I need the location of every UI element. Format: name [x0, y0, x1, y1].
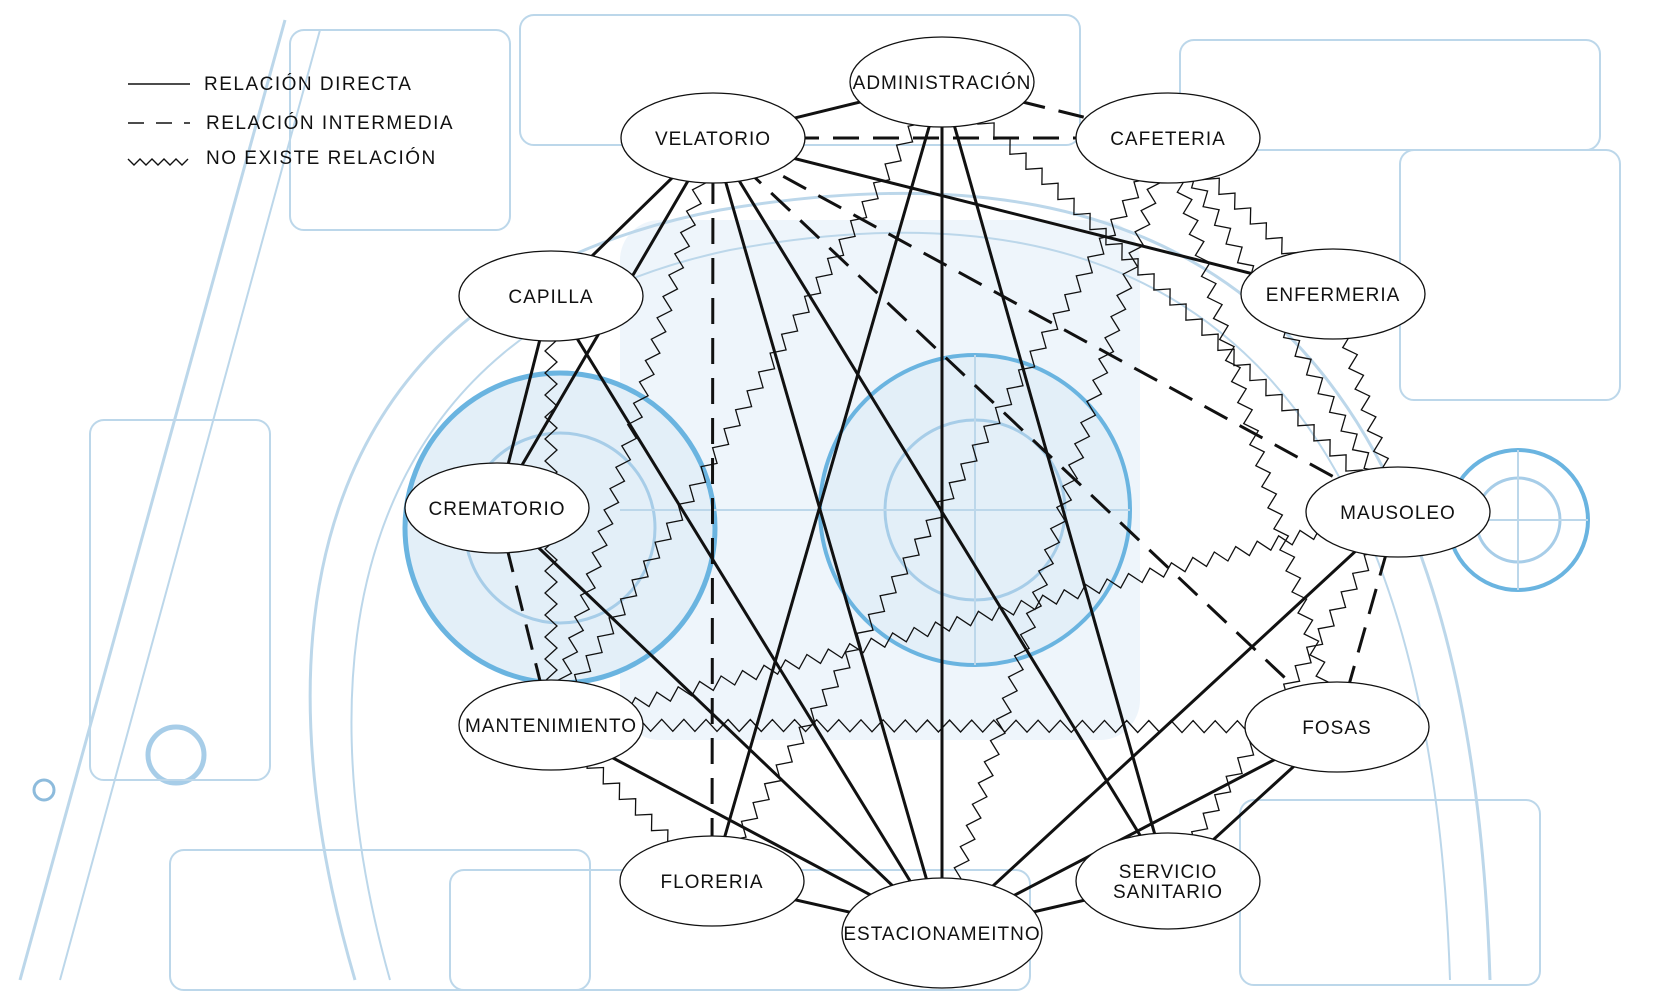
relation-none-administracion-mausoleo [941, 81, 1399, 513]
relation-none-mantenimiento-fosas [550, 718, 1338, 734]
plan-block-top-left [289, 29, 511, 231]
node-mausoleo-ellipse [1305, 466, 1491, 558]
relation-none-administracion-mantenimiento [550, 81, 943, 726]
legend-direct-label: RELACIÓN DIRECTA [204, 73, 412, 95]
node-floreria-label: FLORERIA [660, 872, 763, 893]
node-cafeteria: CAFETERIA [1075, 92, 1261, 184]
node-administracion-label: ADMINISTRACIÓN [853, 72, 1032, 94]
plan-block-right [1399, 149, 1621, 401]
relation-direct-capilla-estacionamiento [549, 295, 944, 934]
legend: RELACIÓN DIRECTA RELACIÓN INTERMEDIA NO … [127, 73, 454, 169]
node-cafeteria-ellipse [1075, 92, 1261, 184]
node-cafeteria-label: CAFETERIA [1110, 129, 1226, 150]
node-velatorio: VELATORIO [620, 92, 806, 184]
plan-roundabout-small [32, 778, 56, 802]
plan-block-left-lower [89, 419, 271, 781]
node-velatorio-label: VELATORIO [655, 129, 771, 150]
node-capilla-label: CAPILLA [508, 287, 593, 308]
plan-road-west [18, 19, 287, 981]
node-mantenimiento-label: MANTENIMIENTO [465, 716, 637, 737]
node-estacionamiento-ellipse [841, 877, 1043, 989]
node-velatorio-ellipse [620, 92, 806, 184]
relation-intermediate-velatorio-fosas [711, 136, 1339, 729]
nodes-layer: ADMINISTRACIÓN VELATORIO CAFETERIA CAPILLA E… [404, 36, 1491, 989]
node-mausoleo-label: MAUSOLEO [1340, 503, 1456, 524]
node-crematorio-ellipse [404, 462, 590, 554]
relation-direct-velatorio-estacionamiento [711, 137, 944, 934]
node-mantenimiento-ellipse [458, 679, 644, 771]
node-capilla-ellipse [458, 250, 644, 342]
node-mausoleo: MAUSOLEO [1305, 466, 1491, 558]
node-fosas-ellipse [1244, 681, 1430, 773]
node-enfermeria-label: ENFERMERIA [1266, 285, 1401, 306]
plan-block-bottom-right [1239, 799, 1541, 986]
node-enfermeria: ENFERMERIA [1240, 248, 1426, 340]
relation-none-velatorio-mantenimiento [550, 137, 714, 726]
node-floreria-ellipse [619, 835, 805, 927]
node-crematorio-label: CREMATORIO [428, 499, 565, 520]
relation-direct-crematorio-estacionamiento [495, 506, 944, 935]
relation-none-cafeteria-estacionamiento [941, 137, 1169, 934]
relation-direct-administracion-floreria [710, 81, 944, 882]
relation-none-cafeteria-floreria [711, 137, 1169, 882]
node-mantenimiento: MANTENIMIENTO [458, 679, 644, 771]
relation-intermediate-velatorio-mausoleo [712, 136, 1399, 514]
legend-none-swatch [127, 158, 189, 166]
legend-none-label: NO EXISTE RELACIÓN [206, 147, 437, 169]
relation-direct-administracion-servicio [940, 81, 1170, 882]
relation-none-cafeteria-fosas [1164, 137, 1338, 728]
node-crematorio: CREMATORIO [404, 462, 590, 554]
relation-none-mausoleo-mantenimiento [550, 508, 1399, 729]
node-estacionamiento-label: ESTACIONAMEITNO [843, 924, 1040, 945]
relation-direct-velatorio-enfermeria [712, 136, 1334, 296]
node-fosas-label: FOSAS [1302, 718, 1371, 739]
relation-intermediate-velatorio-floreria [710, 137, 715, 882]
node-administracion-ellipse [849, 36, 1035, 128]
node-servicio-label-2: SANITARIO [1113, 882, 1223, 903]
node-servicio-label-1: SERVICIO [1119, 862, 1217, 883]
node-capilla: CAPILLA [458, 250, 644, 342]
plan-road-west-2 [59, 29, 321, 981]
node-servicio-ellipse [1075, 832, 1261, 930]
plan-roundabout [145, 724, 207, 786]
node-enfermeria-ellipse [1240, 248, 1426, 340]
legend-intermediate-label: RELACIÓN INTERMEDIA [206, 112, 454, 134]
plan-block-bottom-left [169, 849, 591, 991]
node-estacionamiento: ESTACIONAMEITNO [841, 877, 1043, 989]
site-plan-background [18, 14, 1621, 991]
node-administracion: ADMINISTRACIÓN [849, 36, 1035, 128]
node-fosas: FOSAS [1244, 681, 1430, 773]
node-floreria: FLORERIA [619, 835, 805, 927]
